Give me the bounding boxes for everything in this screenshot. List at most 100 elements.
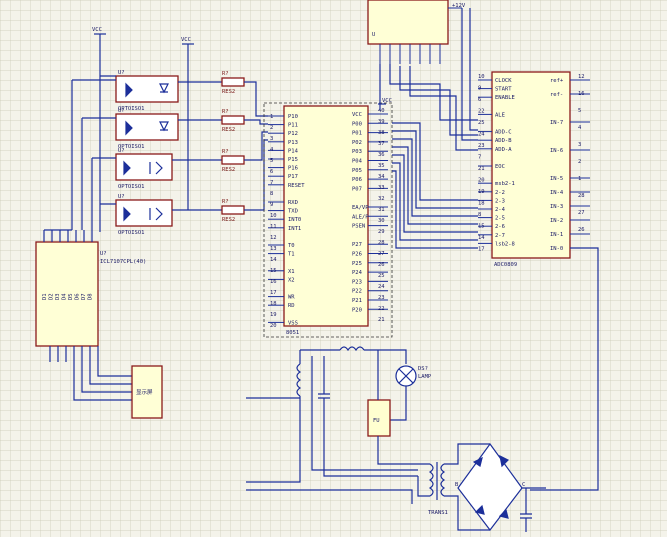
mcu-pin-left-label: P13 xyxy=(288,140,298,146)
adc-pin-left-num: 10 xyxy=(478,74,485,80)
mcu-pin-left-num: 6 xyxy=(270,169,273,175)
wire-fuse xyxy=(377,350,418,465)
adc-pin-left-num: 21 xyxy=(478,166,485,172)
transformer[interactable]: TRANS1 xyxy=(428,462,448,516)
mcu-pin-right-num: 21 xyxy=(378,317,385,323)
adc-pin-left-num: 14 xyxy=(478,235,485,241)
mcu-pin-right-num: 40 xyxy=(378,108,385,114)
mcu-pin-right-label: P01 xyxy=(352,131,362,137)
svg-text:OPTOISO1: OPTOISO1 xyxy=(118,144,145,150)
mcu-pin-right-label: P05 xyxy=(352,168,362,174)
svg-text:ICL7107CPL(40): ICL7107CPL(40) xyxy=(100,259,146,265)
mcu-pin-right-num: 31 xyxy=(378,207,385,213)
decoder-pin-label: D7 xyxy=(81,293,87,300)
mcu-pin-left-num: 7 xyxy=(270,180,273,186)
svg-text:C: C xyxy=(522,482,525,488)
mcu-pin-left-num: 14 xyxy=(270,257,277,263)
mcu-pin-left-label: T1 xyxy=(288,252,295,258)
mcu-pin-right-num: 24 xyxy=(378,284,385,290)
decoder-pin-label: D2 xyxy=(49,293,55,300)
wire-transformer xyxy=(246,443,490,531)
adc-pin-left-label: START xyxy=(495,87,512,93)
optocoupler-3[interactable]: U? OPTOISO1 xyxy=(115,148,173,190)
mcu-pin-left-label: P12 xyxy=(288,131,298,137)
display-module[interactable]: 显示屏 xyxy=(131,365,163,419)
mcu-pin-left-num: 8 xyxy=(270,191,273,197)
inductor-left xyxy=(296,363,302,397)
mcu-pin-left-label: P14 xyxy=(288,148,299,154)
svg-text:U?: U? xyxy=(100,251,107,257)
svg-text:R?: R? xyxy=(222,71,229,77)
mcu-pin-left-label: VSS xyxy=(288,320,298,326)
mcu-pin-left-num: 12 xyxy=(270,235,277,241)
svg-text:RES2: RES2 xyxy=(222,127,235,133)
adc-pin-left-num: 19 xyxy=(478,189,485,195)
adc-pin-left-num: 25 xyxy=(478,120,485,126)
svg-text:R?: R? xyxy=(222,149,229,155)
mcu-pin-right-num: 23 xyxy=(378,295,385,301)
mcu-pin-right-num: 30 xyxy=(378,218,385,224)
adc-pin-left-label: ADD-A xyxy=(495,147,512,153)
mcu-pin-left-label: RESET xyxy=(288,183,305,189)
mcu-pin-left-label: X2 xyxy=(288,277,295,283)
mcu-pin-right-num: 29 xyxy=(378,229,385,235)
decoder-pin-label: D4 xyxy=(62,293,68,300)
mcu-label: 8051 xyxy=(286,330,299,336)
mcu-8051[interactable]: P10P11P12P13P14P15P16P17RESETRXDTXDINT0I… xyxy=(268,105,388,336)
adc-pin-left-num: 22 xyxy=(478,109,485,115)
adc-pin-right-label: IN-7 xyxy=(550,120,563,126)
bridge-rectifier[interactable]: B C xyxy=(455,442,525,531)
adc-pin-left-num: 8 xyxy=(478,212,481,218)
adc-pin-right-label: IN-3 xyxy=(550,204,563,210)
adc-pin-left-num: 20 xyxy=(478,178,485,184)
mcu-pin-right-label: P23 xyxy=(352,279,362,285)
mcu-pin-right-num: 36 xyxy=(378,152,385,158)
mcu-pin-right-label: P07 xyxy=(352,186,362,192)
lamp[interactable]: DS? LAMP xyxy=(395,365,432,387)
svg-text:OPTOISO1: OPTOISO1 xyxy=(118,230,145,236)
mcu-pin-left-label: P16 xyxy=(288,166,298,172)
svg-text:LAMP: LAMP xyxy=(418,374,432,380)
mcu-pin-left-label: P15 xyxy=(288,157,298,163)
opto-output-wires xyxy=(172,76,222,211)
adc-pin-right-num: 27 xyxy=(578,210,585,216)
mcu-pin-right-label: P06 xyxy=(352,177,362,183)
adc-pin-right-num: 5 xyxy=(578,108,581,114)
mcu-pin-right-num: 27 xyxy=(378,251,385,257)
svg-text:TRANS1: TRANS1 xyxy=(428,510,448,516)
optocoupler-1[interactable]: U? OPTOISO1 xyxy=(115,70,179,112)
mcu-pin-left-label: RD xyxy=(288,303,295,309)
mcu-pin-left-label: INT0 xyxy=(288,217,301,223)
adc-pin-left-label: 2-4 xyxy=(495,207,506,213)
adc-pin-left-label: EOC xyxy=(495,164,505,170)
mcu-pin-right-label: P22 xyxy=(352,289,362,295)
mcu-pin-right-num: 33 xyxy=(378,185,385,191)
wire-adc-c xyxy=(461,8,478,141)
mcu-pin-left-label: TXD xyxy=(288,209,298,215)
adc-pin-left-num: 24 xyxy=(478,132,485,138)
svg-text:U?: U? xyxy=(118,70,125,76)
mcu-pin-left-label: P11 xyxy=(288,123,298,129)
wire-lamp-fuse xyxy=(390,386,407,421)
mcu-pin-left-label: INT1 xyxy=(288,226,301,232)
mcu-pin-left-num: 13 xyxy=(270,246,277,252)
top-chip[interactable]: U +12V xyxy=(367,0,466,64)
svg-text:OPTOISO1: OPTOISO1 xyxy=(118,106,145,112)
svg-text:VCC: VCC xyxy=(92,27,102,33)
adc-pin-right-label: IN-5 xyxy=(550,176,563,182)
adc-pin-left-label: 2-7 xyxy=(495,233,505,239)
mcu-pin-left-num: 11 xyxy=(270,224,277,230)
wire-left-coil xyxy=(246,350,301,483)
fuse[interactable]: FU xyxy=(367,399,391,437)
svg-text:R?: R? xyxy=(222,199,229,205)
adc-pin-right-num: 4 xyxy=(578,125,582,131)
adc-pin-left-label: 2-6 xyxy=(495,224,505,230)
optocoupler-2[interactable]: U? OPTOISO1 xyxy=(115,108,179,150)
mcu-pin-right-label: P20 xyxy=(352,307,362,313)
adc0809[interactable]: CLOCKSTARTENABLEALEADD-CADD-BADD-AEOCmsb… xyxy=(478,71,590,268)
mcu-pin-right-label: PSEN xyxy=(352,224,365,230)
mcu-pin-left-num: 3 xyxy=(270,136,273,142)
adc-pin-left-label: ADD-B xyxy=(495,138,512,144)
optocoupler-4[interactable]: U? OPTOISO1 xyxy=(115,194,173,236)
